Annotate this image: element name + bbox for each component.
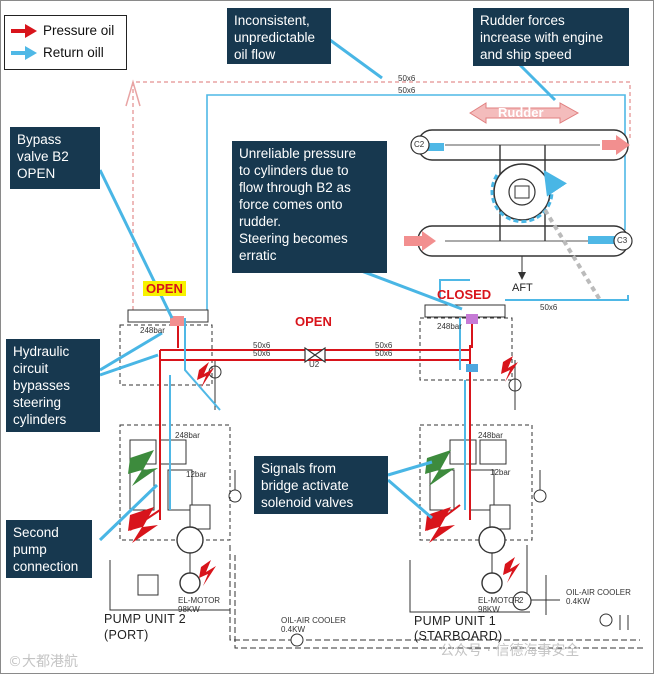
pump-unit-1-sub: (STARBOARD) (414, 629, 503, 643)
stbd-bar-248: 248bar (478, 431, 503, 440)
starboard-pump-unit (409, 304, 629, 630)
crossover-open-label: OPEN (295, 314, 332, 329)
legend-pressure: Pressure oil (11, 23, 114, 38)
pipe-label-cross-4: 50x6 (375, 349, 393, 358)
port-bar-12: 12bar (186, 470, 207, 479)
callout-rudder-forces: Rudder forces increase with engine and s… (473, 8, 629, 66)
pressure-arrow-icon (11, 23, 37, 38)
pipe-label-cross-3: 50x6 (375, 341, 393, 350)
pump-unit-2-sub: (PORT) (104, 628, 149, 642)
callout-unreliable-pressure: Unreliable pressure to cylinders due to … (232, 141, 387, 273)
return-lines (169, 279, 629, 510)
pipe-label-top-1: 50x6 (398, 74, 416, 83)
pipe-label-cross-1: 50x6 (253, 341, 271, 350)
watermark-right: 公众号 · 信德海事安全 (440, 643, 580, 659)
pipe-label-stbd: 50x6 (540, 303, 558, 312)
legend-return: Return oill (11, 45, 104, 60)
pump-unit-2-label: PUMP UNIT 2 (104, 612, 187, 626)
port-relief-label: 248bar (140, 326, 165, 335)
starboard-cooler-label: OIL-AIR COOLER 0.4KW (566, 588, 631, 606)
top-pressure-loop (125, 79, 631, 310)
pipe-label-top-2: 50x6 (398, 86, 416, 95)
callout-second-pump: Second pump connection (6, 520, 92, 578)
legend-pressure-label: Pressure oil (43, 23, 115, 38)
cross-valve (304, 346, 326, 364)
stbd-relief-label: 248bar (437, 322, 462, 331)
aft-label: AFT (512, 282, 533, 294)
cylinder-c3-label: C3 (617, 236, 628, 245)
rudder-label: Rudder (498, 105, 544, 120)
return-arrow-icon (11, 45, 37, 60)
legend: Pressure oil Return oill (4, 15, 127, 70)
circle-2-label: 2 (519, 596, 524, 605)
legend-return-label: Return oill (43, 45, 104, 60)
pump-unit-1-label: PUMP UNIT 1 (414, 614, 497, 628)
callout-inconsistent: Inconsistent, unpredictable oil flow (227, 8, 331, 64)
rudder-assembly (404, 102, 633, 302)
callout-signals: Signals from bridge activate solenoid va… (254, 456, 388, 514)
stbd-bar-12: 12bar (490, 468, 511, 477)
callout-bypass-valve: Bypass valve B2 OPEN (10, 127, 100, 189)
starboard-motor-label: EL-MOTOR 98KW (478, 596, 521, 614)
callout-hydraulic-circuit: Hydraulic circuit bypasses steering cyli… (6, 339, 100, 432)
valve-u2-label: U2 (309, 360, 320, 369)
starboard-closed-label: CLOSED (437, 287, 492, 302)
port-bar-248: 248bar (175, 431, 200, 440)
pressure-crossover (129, 318, 473, 531)
cylinder-c2-label: C2 (414, 140, 425, 149)
watermark-left: ©大都港航 (8, 654, 78, 670)
pipe-label-cross-2: 50x6 (253, 349, 271, 358)
port-cooler-label: OIL-AIR COOLER 0.4KW (281, 616, 346, 634)
solenoid-markers (128, 314, 532, 611)
port-motor-label: EL-MOTOR 98KW (178, 596, 221, 614)
port-open-label: OPEN (143, 281, 186, 296)
